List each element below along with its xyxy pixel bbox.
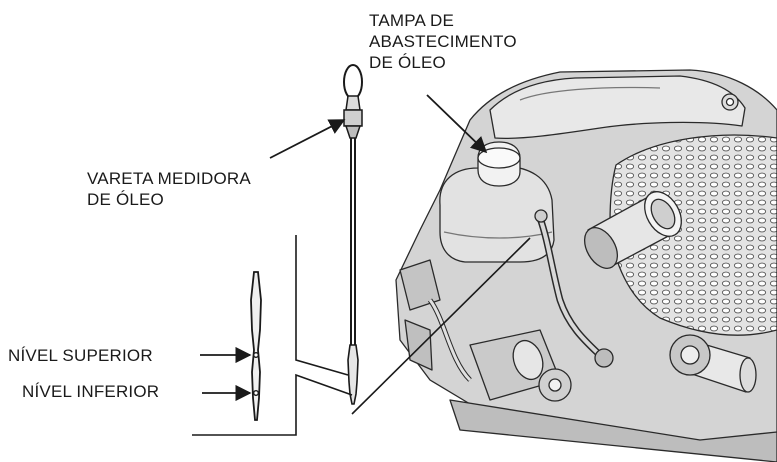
oil-fill-cap-label-line-3: DE ÓLEO xyxy=(369,53,446,72)
oil-fill-cap-label: TAMPA DE ABASTECIMENTO DE ÓLEO xyxy=(369,10,517,73)
dipstick-label-line-2: DE ÓLEO xyxy=(87,190,164,209)
dipstick-arrow xyxy=(269,119,346,159)
dipstick-label: VARETA MEDIDORA DE ÓLEO xyxy=(87,168,251,210)
oil-fill-reservoir xyxy=(439,165,555,263)
upper-level-mark xyxy=(252,352,259,359)
callout-arrows xyxy=(200,94,488,402)
dipstick-label-line-1: VARETA MEDIDORA xyxy=(87,169,251,188)
oil-fill-cap-label-line-2: ABASTECIMENTO xyxy=(369,32,517,51)
detail-frame xyxy=(192,235,531,436)
dipstick-handle xyxy=(343,64,363,100)
upper-level-label: NÍVEL SUPERIOR xyxy=(8,346,153,365)
oil-fill-cap-arrow xyxy=(426,94,488,154)
lower-level-mark xyxy=(252,390,259,397)
dipstick-detail xyxy=(250,271,262,421)
oil-fill-cap-label-line-1: TAMPA DE xyxy=(369,11,455,30)
engine xyxy=(395,69,777,462)
lower-level-label: NÍVEL INFERIOR xyxy=(22,382,160,401)
dipstick-blade xyxy=(347,344,359,405)
dipstick xyxy=(343,64,363,405)
